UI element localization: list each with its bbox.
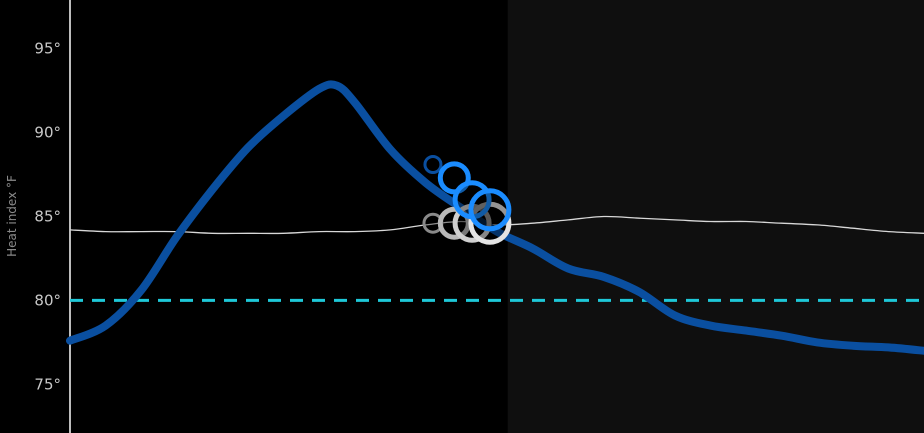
y-tick-label: 85° <box>34 208 61 226</box>
y-axis-ticks: 75° 80° 85° 90° 95° <box>34 40 61 394</box>
forecast-marker-ring <box>423 154 443 174</box>
y-tick-label: 95° <box>34 40 61 58</box>
y-tick-label: 90° <box>34 124 61 142</box>
y-tick-label: 75° <box>34 375 61 393</box>
hover-markers <box>422 154 512 245</box>
y-tick-label: 80° <box>34 291 61 309</box>
y-axis-title: Heat index °F <box>5 175 19 257</box>
future-period-shade <box>507 0 924 433</box>
forecast-heat-index-line <box>66 80 924 355</box>
forecast-marker-ring <box>468 188 512 232</box>
